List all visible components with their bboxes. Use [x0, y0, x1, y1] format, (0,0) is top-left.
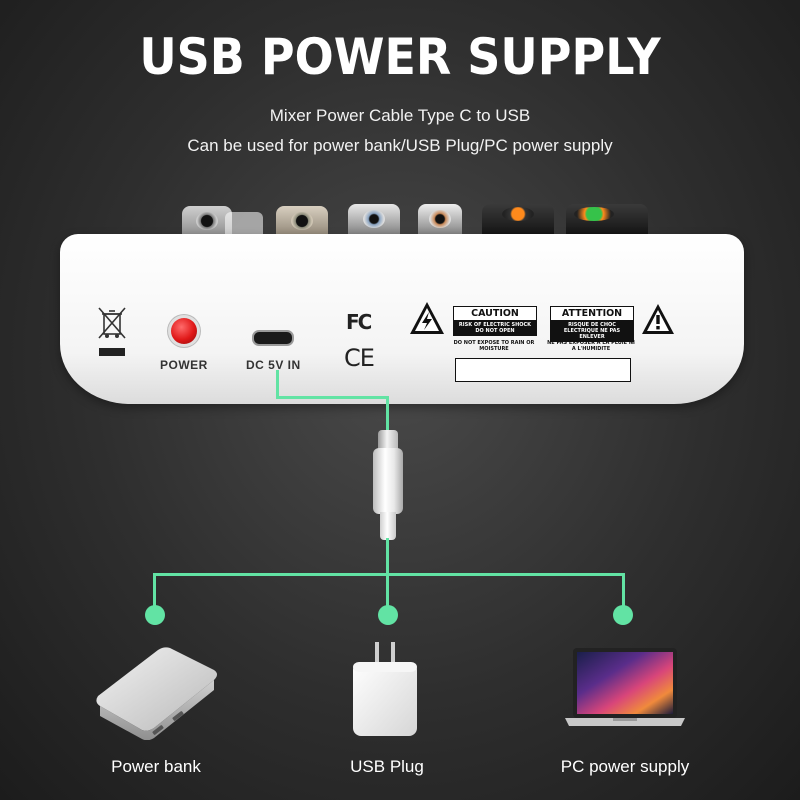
- connector-line-down: [386, 538, 389, 576]
- subtitle-cable-type: Mixer Power Cable Type C to USB: [269, 106, 531, 125]
- attention-note: NE PAS EXPOSER A LA PLUIE NI A L'HUMIDIT…: [547, 340, 635, 352]
- connector-line-left: [153, 573, 156, 611]
- subtitle-usage: Can be used for power bank/USB Plug/PC p…: [187, 136, 613, 155]
- caption-pc-power-supply: PC power supply: [560, 757, 690, 776]
- xlr-jack-green: [566, 204, 648, 238]
- rca-jack-blue: [348, 204, 400, 238]
- connector-line-port: [276, 370, 279, 398]
- connector-line-horizontal-top: [276, 396, 388, 399]
- ce-mark: CE: [344, 344, 375, 372]
- usb-plug-icon: [353, 642, 417, 736]
- connector-dot-left: [145, 605, 165, 625]
- electric-warning-icon: [410, 302, 444, 334]
- rca-jack-orange: [418, 204, 462, 238]
- connector-line-right: [622, 573, 625, 611]
- power-label: POWER: [160, 358, 208, 372]
- caution-warning-icon: [642, 304, 674, 334]
- usb-cable-neck: [380, 512, 396, 540]
- attention-band: RISQUE DE CHOC ELECTRIQUE NE PAS ENLEVER: [551, 321, 633, 341]
- knob-cap-clear: [225, 212, 263, 238]
- weee-bar: [99, 348, 125, 356]
- jack-input-1: [182, 206, 232, 238]
- weee-bin-icon: [98, 307, 126, 339]
- connector-dot-right: [613, 605, 633, 625]
- page-title: USB POWER SUPPLY: [139, 28, 661, 86]
- attention-label: ATTENTION RISQUE DE CHOC ELECTRIQUE NE P…: [550, 306, 634, 342]
- jack-input-2: [276, 206, 328, 238]
- caution-label: CAUTION RISK OF ELECTRIC SHOCK DO NOT OP…: [453, 306, 537, 336]
- caution-band: RISK OF ELECTRIC SHOCK DO NOT OPEN: [454, 321, 536, 335]
- serial-label-box: [455, 358, 631, 382]
- fc-mark: FC: [346, 310, 372, 334]
- power-bank-icon: [96, 647, 217, 740]
- connector-line-middle: [386, 573, 389, 611]
- usb-c-port[interactable]: [252, 330, 294, 346]
- laptop-icon: [565, 648, 685, 726]
- caution-note: DO NOT EXPOSE TO RAIN OR MOISTURE: [453, 340, 535, 352]
- usb-c-plug-tip: [378, 430, 398, 452]
- caption-usb-plug: USB Plug: [350, 757, 424, 776]
- caption-power-bank: Power bank: [111, 757, 201, 776]
- attention-heading: ATTENTION: [551, 307, 633, 321]
- dc-input-label: DC 5V IN: [246, 358, 301, 372]
- xlr-jack-orange: [482, 204, 554, 238]
- power-button[interactable]: [171, 318, 197, 344]
- connector-line-to-cable: [386, 396, 389, 436]
- connector-line-branch: [153, 573, 625, 576]
- connector-dot-middle: [378, 605, 398, 625]
- usb-cable-connector: [373, 448, 403, 514]
- caution-heading: CAUTION: [454, 307, 536, 321]
